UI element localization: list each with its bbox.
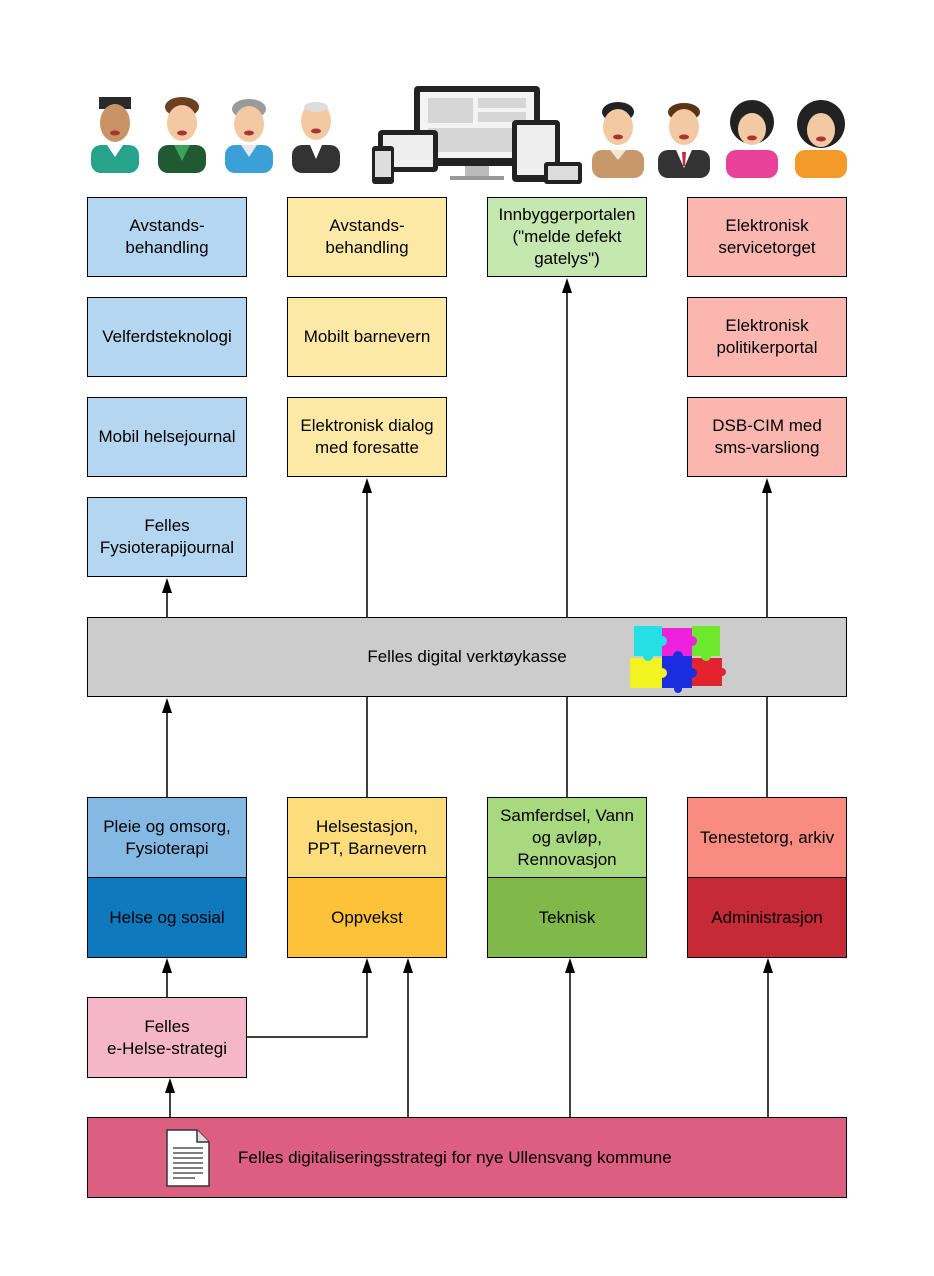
teknisk-services-box: Samferdsel, Vann og avløp, Rennovasjon [487,797,647,878]
oppvekst-box-mobilt-barnevern: Mobilt barnevern [287,297,447,377]
oppvekst-services-box: Helsestasjon, PPT, Barnevern [287,797,447,878]
helse-box-fysioterapijournal: Felles Fysioterapijournal [87,497,247,577]
admin-box-politikerportal: Elektronisk politikerportal [687,297,847,377]
sector-oppvekst: Oppvekst [287,877,447,958]
sector-helse-og-sosial: Helse og sosial [87,877,247,958]
person-icon [91,97,139,173]
helse-box-mobil-helsejournal: Mobil helsejournal [87,397,247,477]
citizens-left-icon [91,97,340,173]
strategy-label: Felles digitaliseringsstrategi for nye U… [238,1147,672,1167]
sector-administrasjon: Administrasjon [687,877,847,958]
sector-teknisk: Teknisk [487,877,647,958]
document-icon [166,1129,210,1187]
admin-box-dsb-cim: DSB-CIM med sms-varsliong [687,397,847,477]
strategy-box: Felles digitaliseringsstrategi for nye U… [87,1117,847,1198]
puzzle-icon [630,626,726,693]
arrow-ehelse-to-oppvekst [247,965,368,1038]
toolbox-label: Felles digital verktøykasse [367,647,567,666]
teknisk-box-innbyggerportalen: Innbyggerportalen ("melde defekt gatelys… [487,197,647,277]
admin-services-box: Tenestetorg, arkiv [687,797,847,878]
oppvekst-box-avstandsbehandling: Avstands- behandling [287,197,447,277]
ehelse-strategy-box: Felles e-Helse-strategi [87,997,247,1078]
helse-box-avstandsbehandling: Avstands- behandling [87,197,247,277]
helse-services-box: Pleie og omsorg, Fysioterapi [87,797,247,878]
toolbox-box: Felles digital verktøykasse [87,617,847,697]
citizens-right-icon [592,100,847,178]
helse-box-velferdsteknologi: Velferdsteknologi [87,297,247,377]
oppvekst-box-elektronisk-dialog: Elektronisk dialog med foresatte [287,397,447,477]
devices-icon [372,86,582,184]
admin-box-servicetorget: Elektronisk servicetorget [687,197,847,277]
